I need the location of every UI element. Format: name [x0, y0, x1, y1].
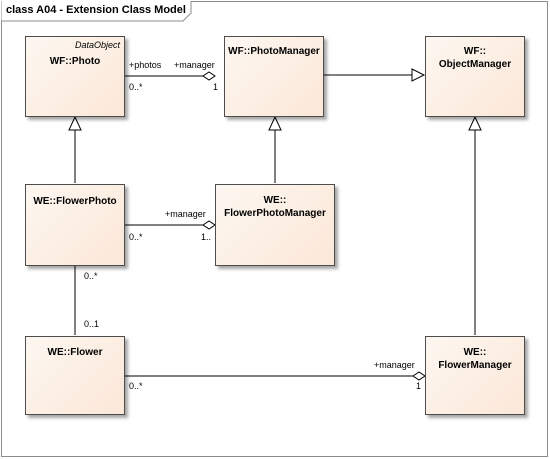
class-name-namespace: WF:: [463, 46, 487, 57]
frame-title: class A04 - Extension Class Model [6, 4, 186, 16]
class-flower-photo[interactable]: WE::FlowerPhoto [25, 184, 125, 266]
class-photo[interactable]: DataObject WF::Photo [25, 36, 125, 117]
role-label: +manager [165, 209, 206, 219]
generalization-arrowhead [411, 68, 426, 82]
multiplicity-label: 1 [416, 381, 422, 391]
multiplicity-label: 0..* [129, 232, 143, 242]
multiplicity-label: 1 [213, 82, 219, 92]
frame-tab [1, 1, 192, 22]
aggregation-diamond [202, 220, 216, 230]
class-name: FlowerManager [438, 360, 512, 371]
multiplicity-label: 0..* [84, 271, 98, 281]
class-name: ObjectManager [438, 59, 512, 70]
multiplicity-label: 0..1 [84, 319, 100, 329]
class-name: WF::PhotoManager [228, 46, 320, 57]
role-label: +photos [129, 60, 162, 70]
role-label: +manager [174, 60, 215, 70]
class-name: WE::Flower [47, 347, 103, 358]
class-object-manager[interactable]: WF:: ObjectManager [425, 36, 525, 117]
multiplicity-label: 0..* [129, 381, 143, 391]
multiplicity-label: 1.. [201, 232, 212, 242]
generalization-arrowhead [468, 115, 482, 131]
generalization-arrowhead [268, 115, 282, 131]
class-flower-manager[interactable]: WE:: FlowerManager [425, 336, 525, 415]
class-name: WE::FlowerPhoto [33, 196, 117, 207]
class-flower-photo-manager[interactable]: WE:: FlowerPhotoManager [215, 184, 335, 266]
multiplicity-label: 0..* [129, 82, 143, 92]
class-photo-manager[interactable]: WF::PhotoManager [224, 36, 324, 117]
class-flower[interactable]: WE::Flower [25, 336, 125, 415]
role-label: +manager [374, 360, 415, 370]
class-name-namespace: WE:: [463, 347, 487, 358]
class-name: FlowerPhotoManager [224, 208, 326, 219]
generalization-arrowhead [68, 115, 82, 131]
class-name: WF::Photo [49, 56, 101, 67]
stereotype-label: DataObject [74, 40, 120, 50]
aggregation-diamond [202, 71, 216, 81]
class-name-namespace: WE:: [263, 195, 287, 206]
aggregation-diamond [412, 371, 426, 381]
